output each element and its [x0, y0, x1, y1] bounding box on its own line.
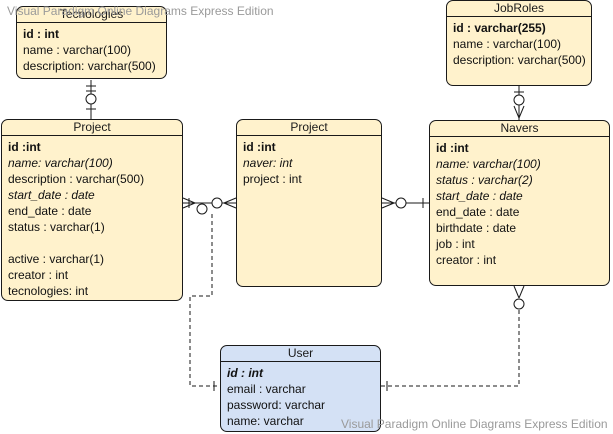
- attribute-row: name: varchar(100): [436, 157, 541, 171]
- attribute-row: tecnologies: int: [8, 284, 89, 298]
- entity-tecnologies[interactable]: Tecnologies id : int name : varchar(100)…: [16, 6, 167, 79]
- entity-project-mid[interactable]: Project id :int naver: int project : int: [236, 119, 382, 287]
- attribute-row: end_date : date: [8, 204, 92, 218]
- attribute-row: active : varchar(1): [8, 252, 105, 266]
- attribute-row: status : varchar(1): [8, 220, 105, 234]
- attribute-row: id :int: [243, 140, 276, 154]
- watermark-bottom: Visual Paradigm Online Diagrams Express …: [341, 417, 608, 431]
- watermark-top: Visual Paradigm Online Diagrams Express …: [7, 4, 274, 18]
- attribute-row: id : int: [227, 366, 263, 380]
- attribute-row: end_date : date: [436, 205, 520, 219]
- attribute-row: name : varchar(100): [23, 43, 132, 57]
- attribute-row: birthdate : date: [436, 221, 517, 235]
- attribute-row: id : int: [23, 27, 59, 41]
- attribute-row: project : int: [243, 172, 302, 186]
- attribute-row: status : varchar(2): [436, 173, 533, 187]
- entity-title: Project: [2, 120, 182, 136]
- attribute-row: id : varchar(255): [453, 21, 546, 35]
- attribute-row: id :int: [8, 140, 41, 154]
- attribute-row: start_date : date: [436, 189, 523, 203]
- attribute-row: id :int: [436, 141, 469, 155]
- entity-title: JobRoles: [447, 1, 591, 17]
- entity-title: Tecnologies: [17, 7, 166, 23]
- attribute-row-spacer: [8, 235, 176, 251]
- link-project-user: [189, 214, 220, 391]
- attribute-row: description: varchar(500): [453, 53, 586, 67]
- entity-navers[interactable]: Navers id :int name: varchar(100) status…: [429, 120, 610, 286]
- attribute-row: description : varchar(500): [8, 172, 145, 186]
- entity-title: User: [221, 346, 380, 362]
- link-tecnologies-project: [85, 80, 97, 119]
- entity-title: Navers: [430, 121, 609, 137]
- link-project-navers: [381, 197, 429, 209]
- attribute-row: name : varchar(100): [453, 37, 562, 51]
- attribute-row: creator : int: [8, 268, 69, 282]
- attribute-row: description: varchar(500): [23, 59, 156, 73]
- attribute-row: job : int: [436, 237, 475, 251]
- attribute-row: name: varchar(100): [8, 156, 113, 170]
- entity-title: Project: [237, 120, 381, 136]
- attribute-row: start_date : date: [8, 188, 95, 202]
- entity-project-left[interactable]: Project id :int name: varchar(100) descr…: [1, 119, 183, 301]
- attribute-row: naver: int: [243, 156, 293, 170]
- attribute-row: password: varchar: [227, 398, 326, 412]
- link-jobroles-navers: [513, 86, 525, 120]
- link-project-project: [182, 197, 237, 215]
- attribute-row: name: varchar: [227, 414, 304, 428]
- attribute-row: email : varchar: [227, 382, 306, 396]
- link-navers-user: [381, 285, 525, 391]
- attribute-row: creator : int: [436, 253, 497, 267]
- entity-jobroles[interactable]: JobRoles id : varchar(255) name : varcha…: [446, 0, 592, 86]
- entity-user[interactable]: User id : int email : varchar password: …: [220, 345, 381, 432]
